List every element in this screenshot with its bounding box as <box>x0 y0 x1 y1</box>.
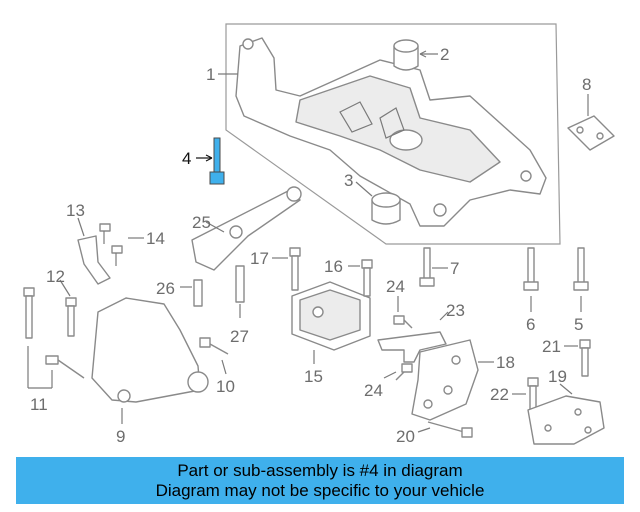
bolt-22 <box>512 377 539 413</box>
bolt-16 <box>348 259 373 297</box>
mount-bushing-2 <box>393 39 438 71</box>
bolt-26 <box>180 279 203 307</box>
bolt-5 <box>573 247 589 312</box>
callout-14: 14 <box>146 229 165 248</box>
callout-1: 1 <box>206 65 215 84</box>
banner-line-2: Diagram may not be specific to your vehi… <box>155 480 485 500</box>
callout-24-lower: 24 <box>364 381 383 400</box>
callout-9: 9 <box>116 427 125 446</box>
callout-3: 3 <box>344 171 353 190</box>
bolts-14 <box>99 223 144 266</box>
bolt-20 <box>417 421 473 438</box>
bracket-plate-8 <box>567 94 615 151</box>
bolt-21 <box>564 339 591 377</box>
mount-bushing-3 <box>355 181 401 225</box>
front-subframe <box>235 37 547 227</box>
bolt-4-highlighted <box>196 137 225 185</box>
bolts-11 <box>23 287 85 389</box>
parts-diagram: 1 2 3 4 5 6 7 8 9 10 11 12 13 14 15 16 1… <box>23 23 615 446</box>
callout-7: 7 <box>450 259 459 278</box>
callout-24-upper: 24 <box>386 277 405 296</box>
bracket-13 <box>77 217 111 285</box>
banner-line-1: Part or sub-assembly is #4 in diagram <box>177 460 463 480</box>
callout-25: 25 <box>192 213 211 232</box>
callout-17: 17 <box>250 249 269 268</box>
callout-13: 13 <box>66 201 85 220</box>
transmission-mount-15 <box>291 281 371 364</box>
bolt-6 <box>523 247 539 312</box>
callout-18: 18 <box>496 353 515 372</box>
callout-8: 8 <box>582 75 591 94</box>
callout-5: 5 <box>574 315 583 334</box>
callout-6: 6 <box>526 315 535 334</box>
callout-16: 16 <box>324 257 343 276</box>
callout-26: 26 <box>156 279 175 298</box>
engine-mount-9 <box>91 297 209 424</box>
callout-12: 12 <box>46 267 65 286</box>
bolt-24-lower <box>383 363 413 381</box>
callout-4: 4 <box>182 149 191 168</box>
bolt-7 <box>419 247 448 287</box>
callout-27: 27 <box>230 327 249 346</box>
callout-2: 2 <box>440 45 449 64</box>
callout-23: 23 <box>446 301 465 320</box>
callout-11: 11 <box>30 395 48 414</box>
callout-21: 21 <box>542 337 561 356</box>
mount-19 <box>527 383 605 445</box>
callout-19: 19 <box>548 367 567 386</box>
callout-22: 22 <box>490 385 509 404</box>
bracket-18 <box>411 339 494 421</box>
callout-20: 20 <box>396 427 415 446</box>
callout-10: 10 <box>216 377 235 396</box>
bolt-12 <box>59 279 77 337</box>
callout-15: 15 <box>304 367 323 386</box>
bolt-10 <box>199 337 229 375</box>
bolt-27 <box>235 265 245 318</box>
info-banner: Part or sub-assembly is #4 in diagram Di… <box>16 457 624 504</box>
bolt-24-upper <box>393 296 413 329</box>
link-23 <box>377 311 449 363</box>
bolt-17 <box>272 247 301 291</box>
subframe-outline-box <box>225 23 561 245</box>
torque-rod-25 <box>191 186 302 271</box>
